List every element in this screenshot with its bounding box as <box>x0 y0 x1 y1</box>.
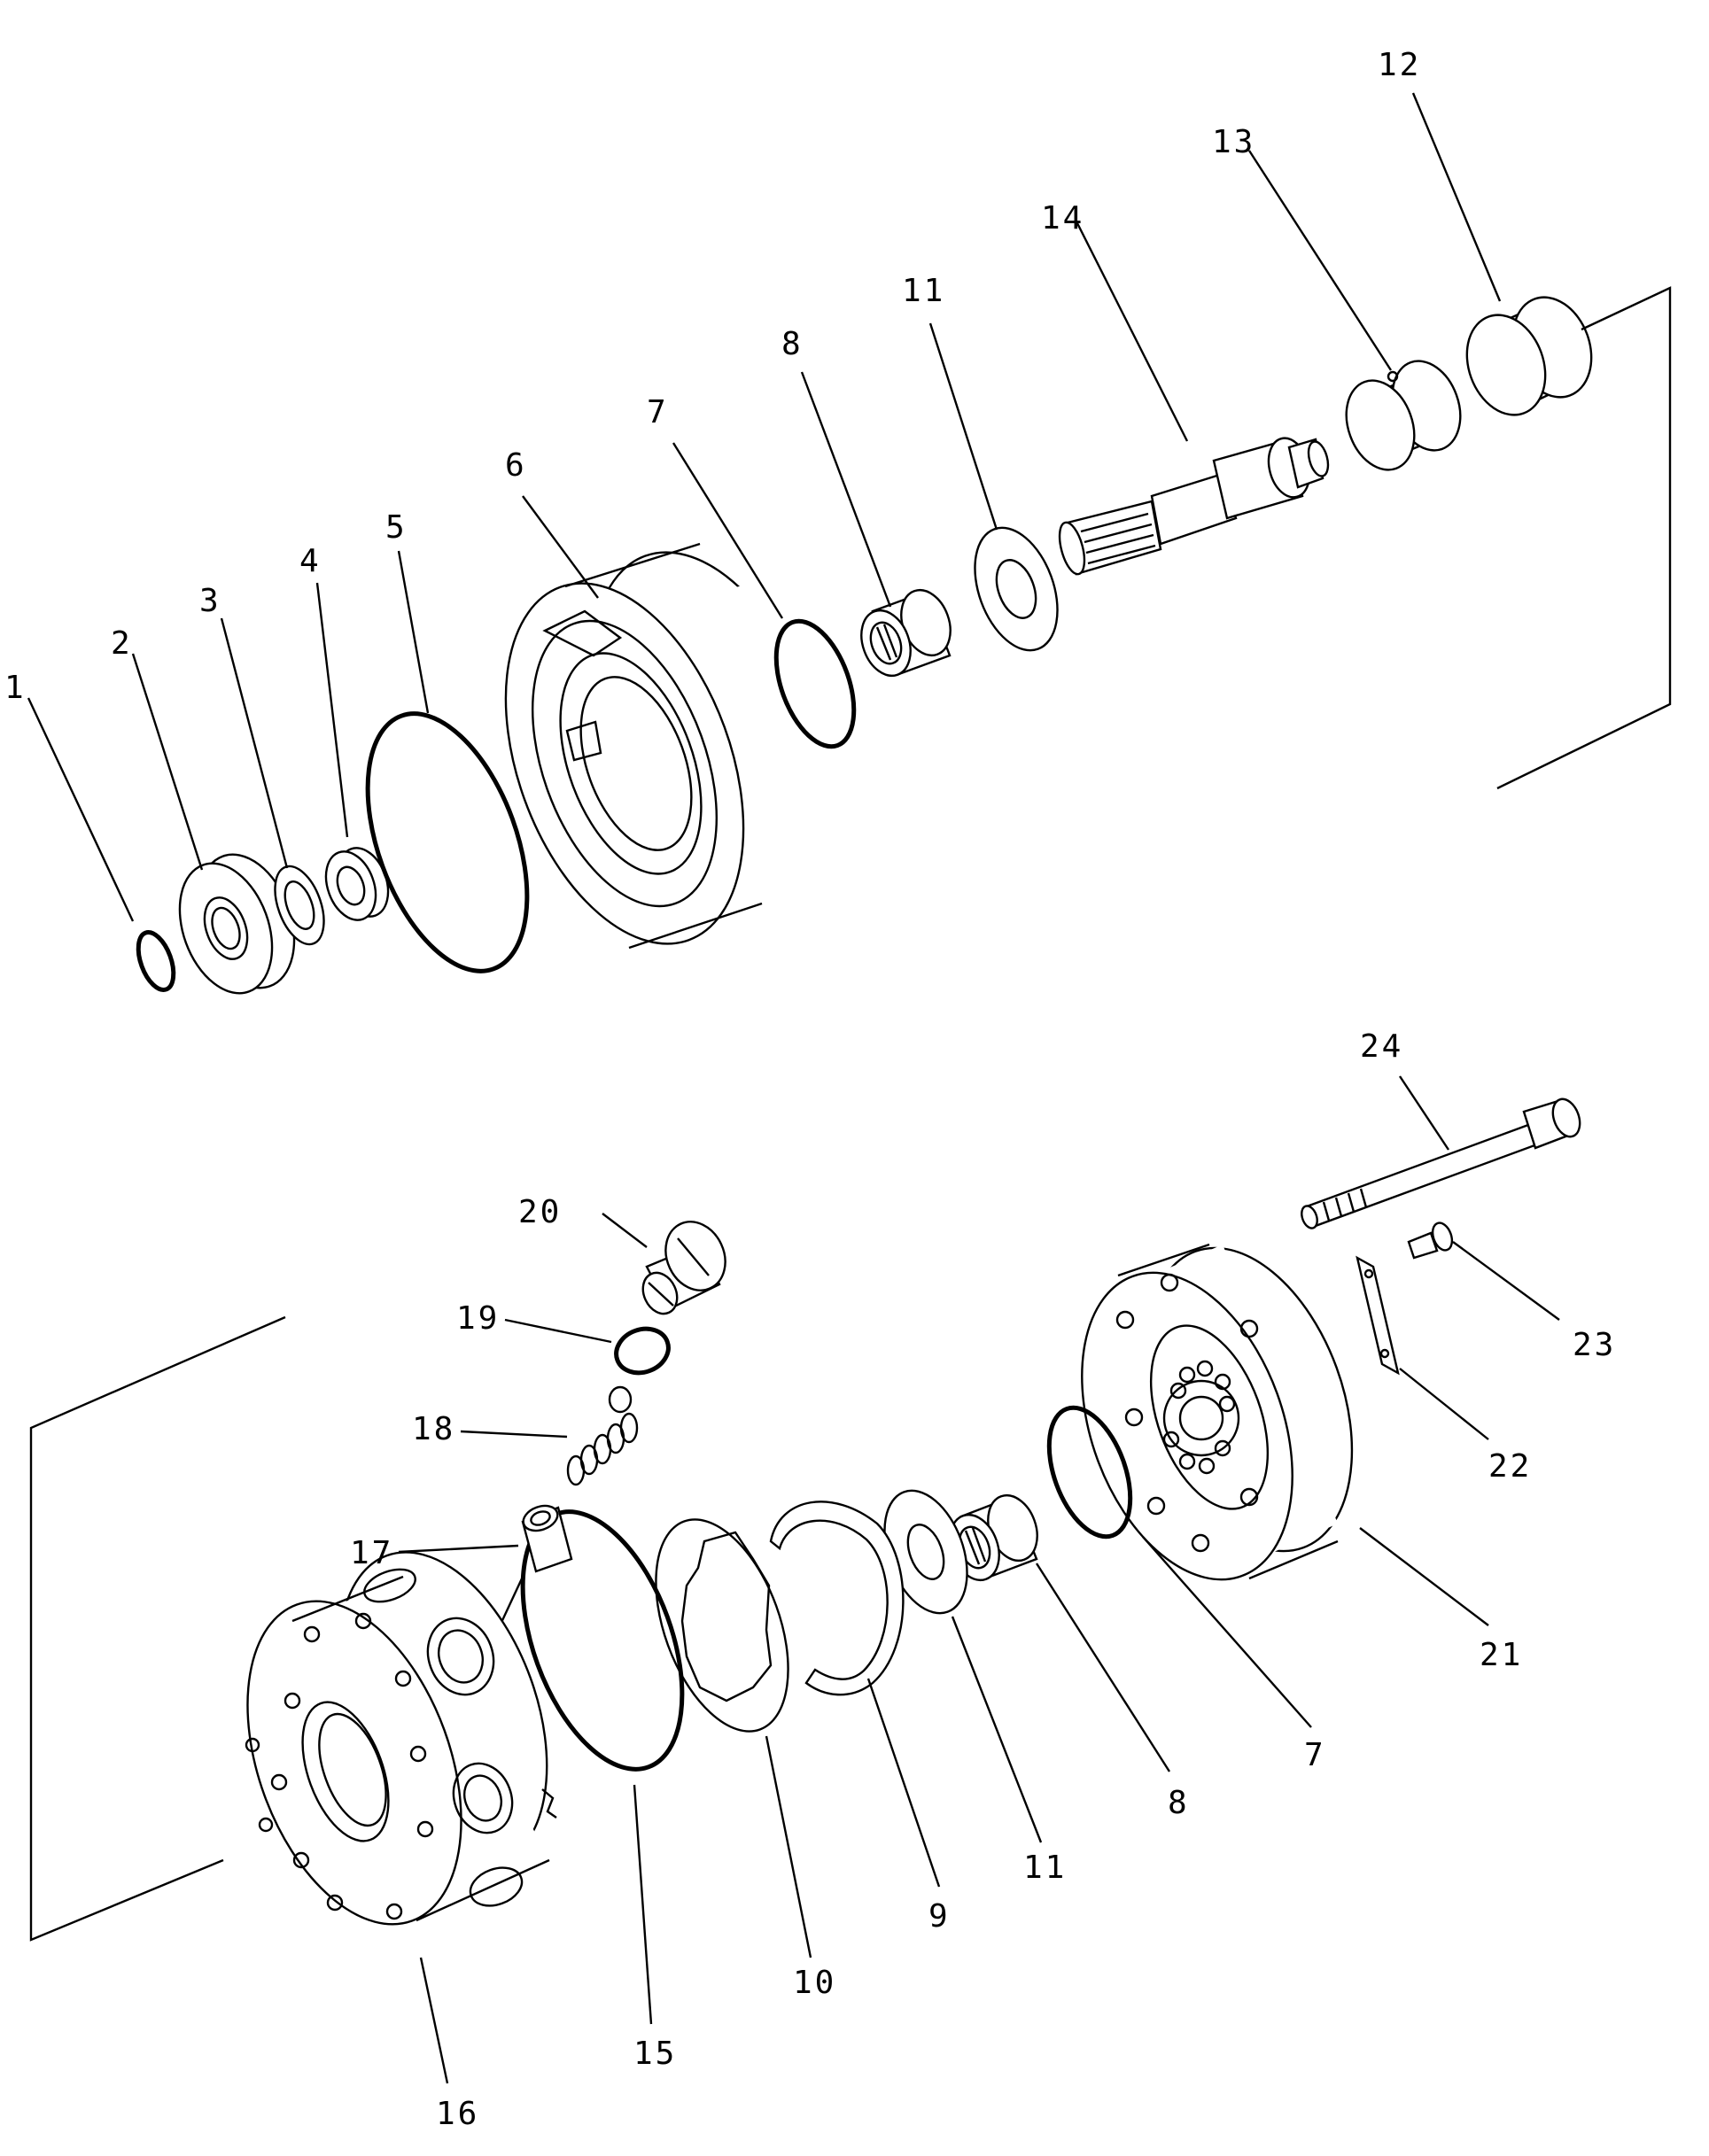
part-20-plug <box>602 1213 726 1315</box>
part-21-end-cover <box>1081 1243 1489 1626</box>
label-part-8-lower: 8 <box>1168 1785 1190 1821</box>
part-10-spacer-plate <box>655 1518 812 1958</box>
part-24-bolt <box>1301 1075 1581 1229</box>
part-16-valve-body <box>245 1551 557 2084</box>
part-19-o-ring-small <box>504 1318 671 1376</box>
part-13-collar <box>1247 150 1462 471</box>
label-part-22: 22 <box>1488 1448 1532 1485</box>
label-part-20: 20 <box>518 1194 562 1230</box>
part-9-split-ring <box>769 1501 941 1888</box>
label-part-13: 13 <box>1212 124 1255 160</box>
part-8-needle-bearing-lower <box>949 1494 1171 1772</box>
label-part-10: 10 <box>793 1965 836 2001</box>
label-part-11-lower: 11 <box>1023 1850 1067 1886</box>
label-part-7-lower: 7 <box>1304 1737 1326 1773</box>
label-part-12: 12 <box>1378 47 1421 83</box>
part-7-o-ring-lower <box>1046 1405 1312 1728</box>
label-part-19: 19 <box>456 1300 500 1337</box>
part-1-snap-ring <box>27 697 176 992</box>
label-part-2: 2 <box>111 625 133 662</box>
label-part-7-upper: 7 <box>647 394 669 430</box>
part-7-o-ring-upper <box>672 442 857 749</box>
label-part-8-upper: 8 <box>781 326 804 362</box>
label-part-6: 6 <box>505 447 527 484</box>
label-part-3: 3 <box>199 583 221 619</box>
part-17-check-valve <box>398 1504 573 1682</box>
part-14-shaft <box>1058 221 1330 576</box>
part-11-washer-upper <box>928 322 1059 652</box>
label-part-9: 9 <box>928 1898 951 1935</box>
label-part-15: 15 <box>633 2036 677 2072</box>
label-part-17: 17 <box>350 1535 393 1571</box>
label-part-24: 24 <box>1360 1028 1403 1065</box>
part-8-needle-bearing-upper <box>800 371 952 677</box>
label-part-23: 23 <box>1573 1327 1616 1363</box>
part-23-screw <box>1407 1221 1560 1321</box>
part-4-bushing <box>315 582 390 921</box>
label-part-1: 1 <box>4 670 27 706</box>
label-part-5: 5 <box>385 509 408 546</box>
part-6-housing <box>504 495 868 957</box>
bracket-lower <box>29 1315 286 1942</box>
part-12-cap <box>1411 92 1593 416</box>
label-part-21: 21 <box>1480 1637 1523 1673</box>
label-part-18: 18 <box>412 1411 455 1447</box>
bracket-upper <box>1496 286 1672 790</box>
part-3-washer <box>220 617 325 946</box>
part-22-plate <box>1356 1255 1489 1440</box>
label-part-16: 16 <box>436 2096 479 2132</box>
part-2-bearing <box>131 653 296 995</box>
label-part-4: 4 <box>299 543 322 579</box>
part-11-washer-lower <box>883 1489 1043 1843</box>
label-part-11-upper: 11 <box>902 273 945 309</box>
part-18-spring <box>460 1385 639 1486</box>
part-5-o-ring <box>365 550 530 973</box>
label-part-14: 14 <box>1041 200 1084 237</box>
